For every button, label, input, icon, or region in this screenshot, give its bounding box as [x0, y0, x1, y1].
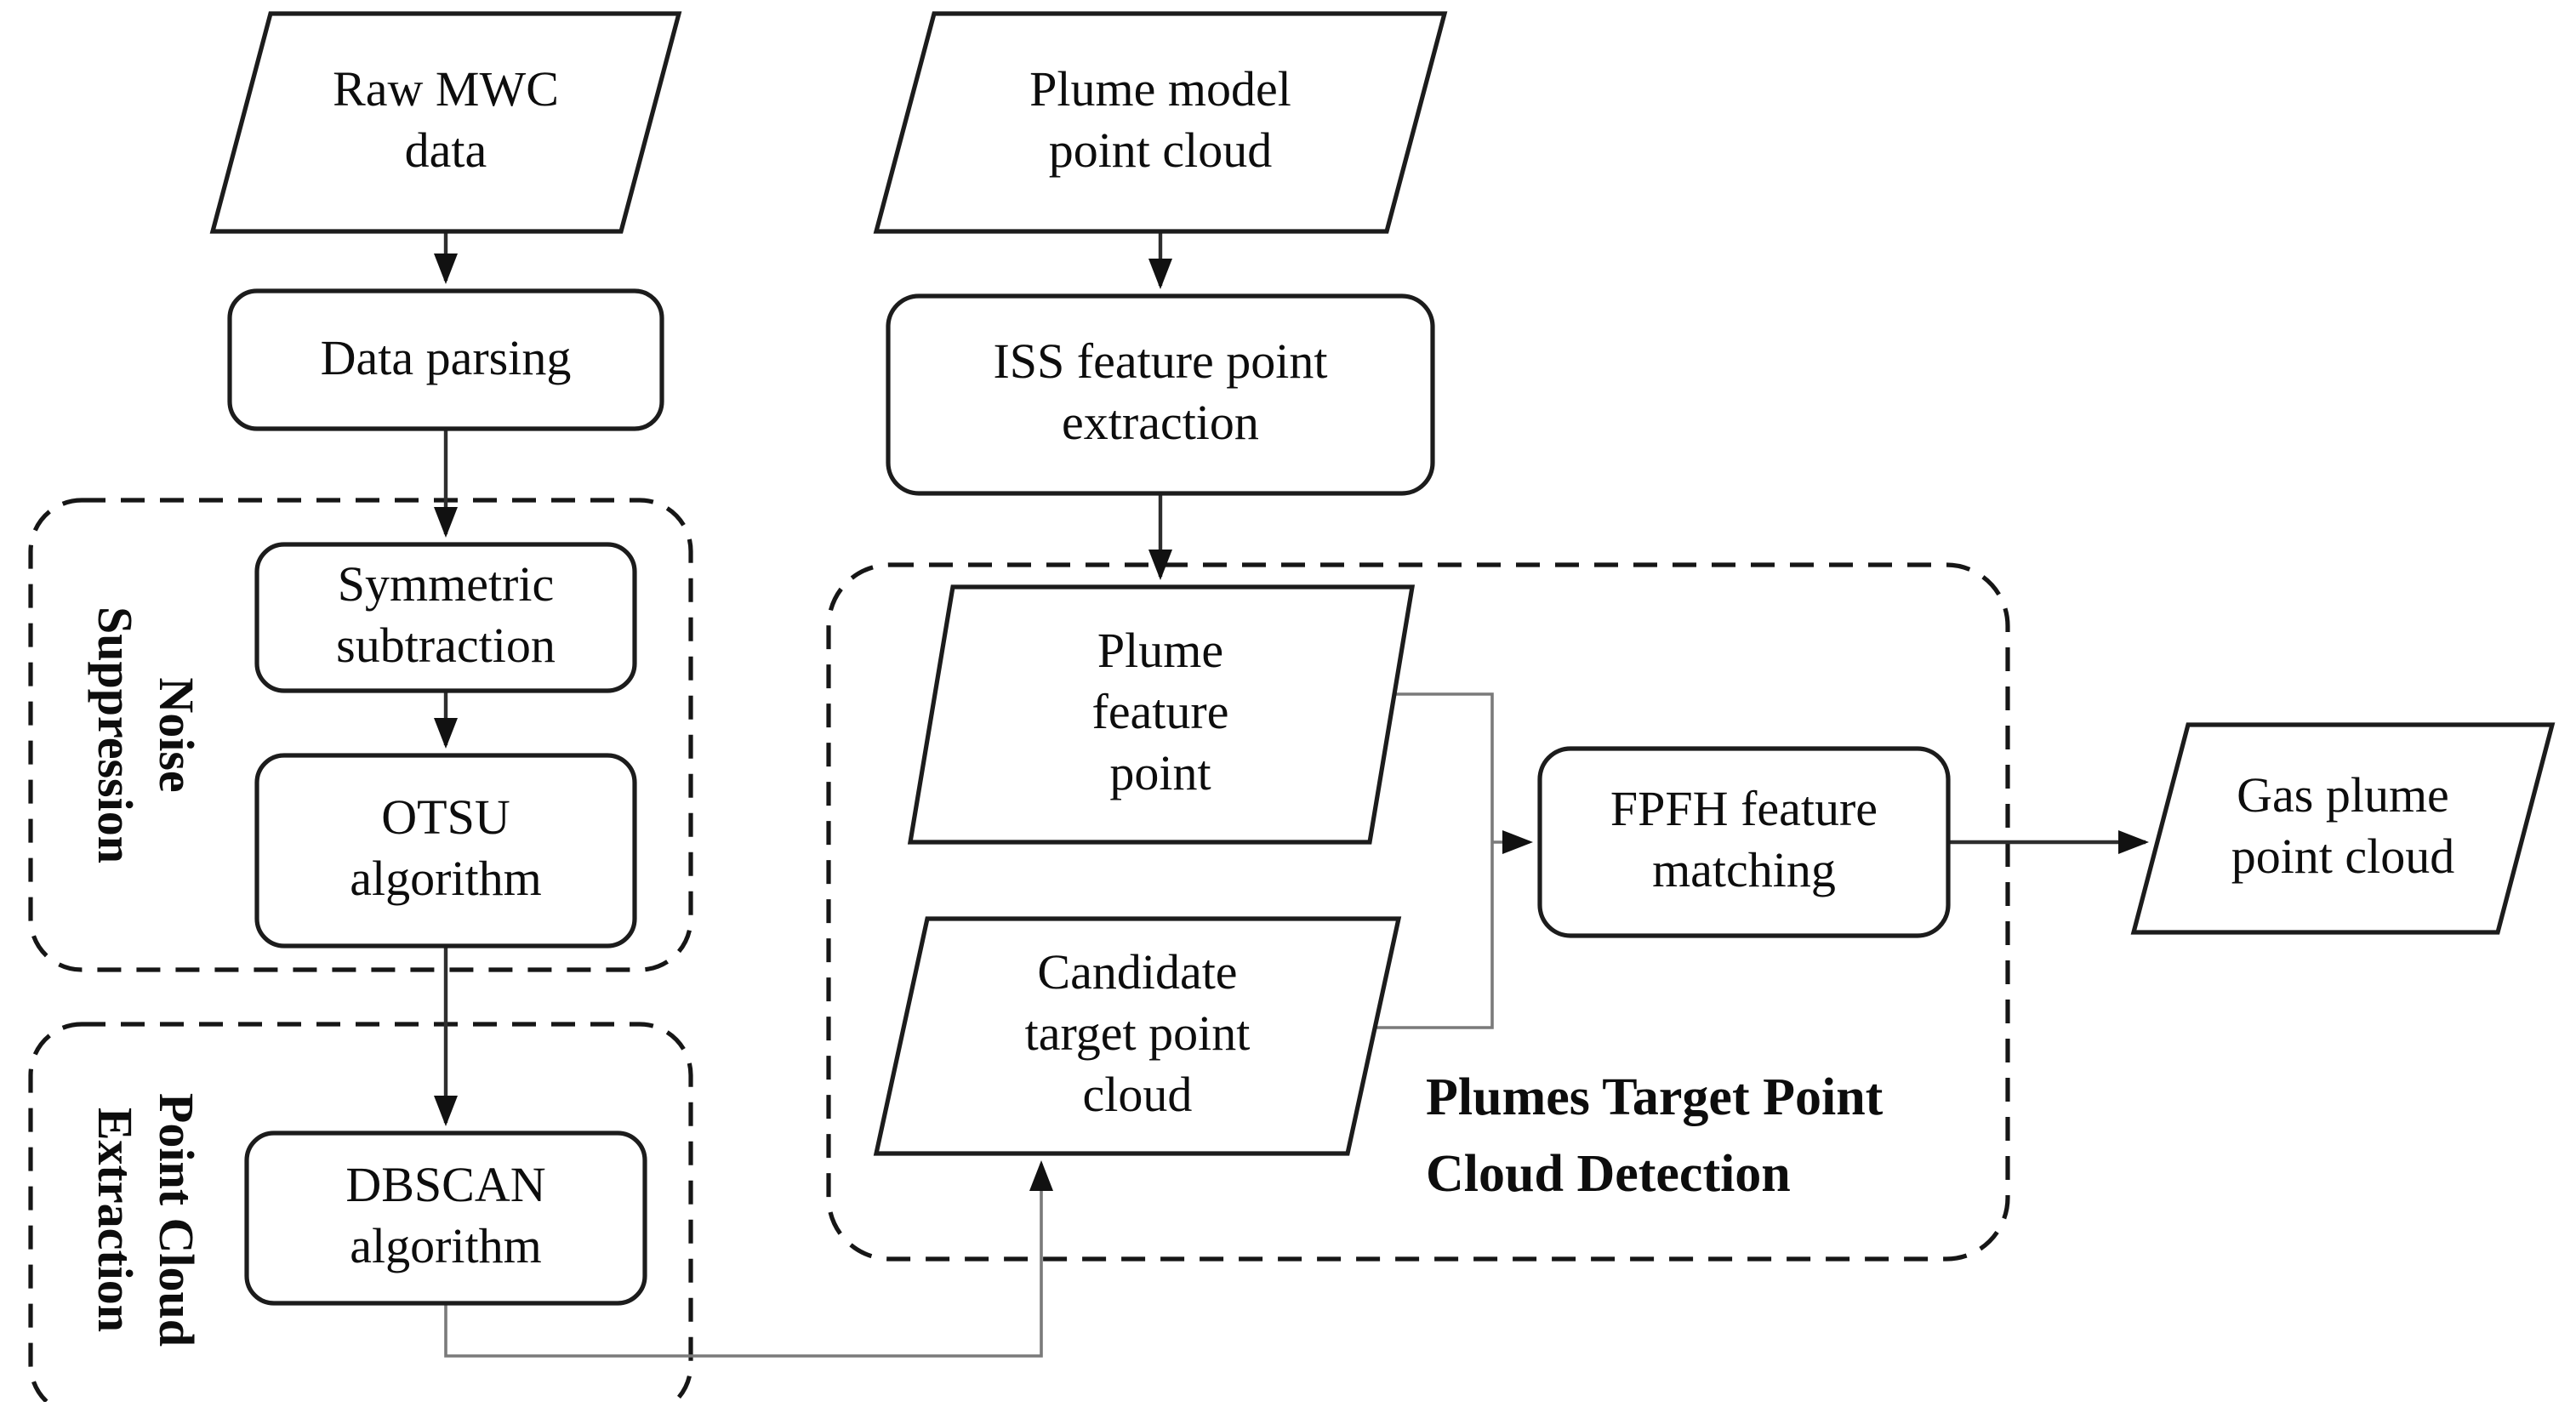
plumes-detection-group-box — [826, 562, 2010, 1262]
candidate-target-shape — [873, 916, 1402, 1156]
iss-extraction-shape — [886, 293, 1435, 496]
raw-mwc-shape — [209, 11, 682, 234]
dbscan-algorithm-shape — [244, 1131, 647, 1306]
gas-plume-shape — [2130, 722, 2556, 935]
connector-dbscan-to-candidate — [444, 1160, 1053, 1358]
fpfh-matching-shape — [1537, 746, 1951, 938]
plume-feature-point-shape — [907, 584, 1416, 845]
data-parsing-shape — [227, 288, 664, 431]
point-cloud-extraction-group-box — [28, 1022, 693, 1402]
noise-suppression-group-box — [28, 498, 693, 972]
otsu-algorithm-shape — [254, 753, 637, 948]
connector-merge-branches — [1375, 692, 1494, 1029]
plume-model-shape — [873, 11, 1448, 234]
symmetric-subtraction-shape — [254, 542, 637, 693]
